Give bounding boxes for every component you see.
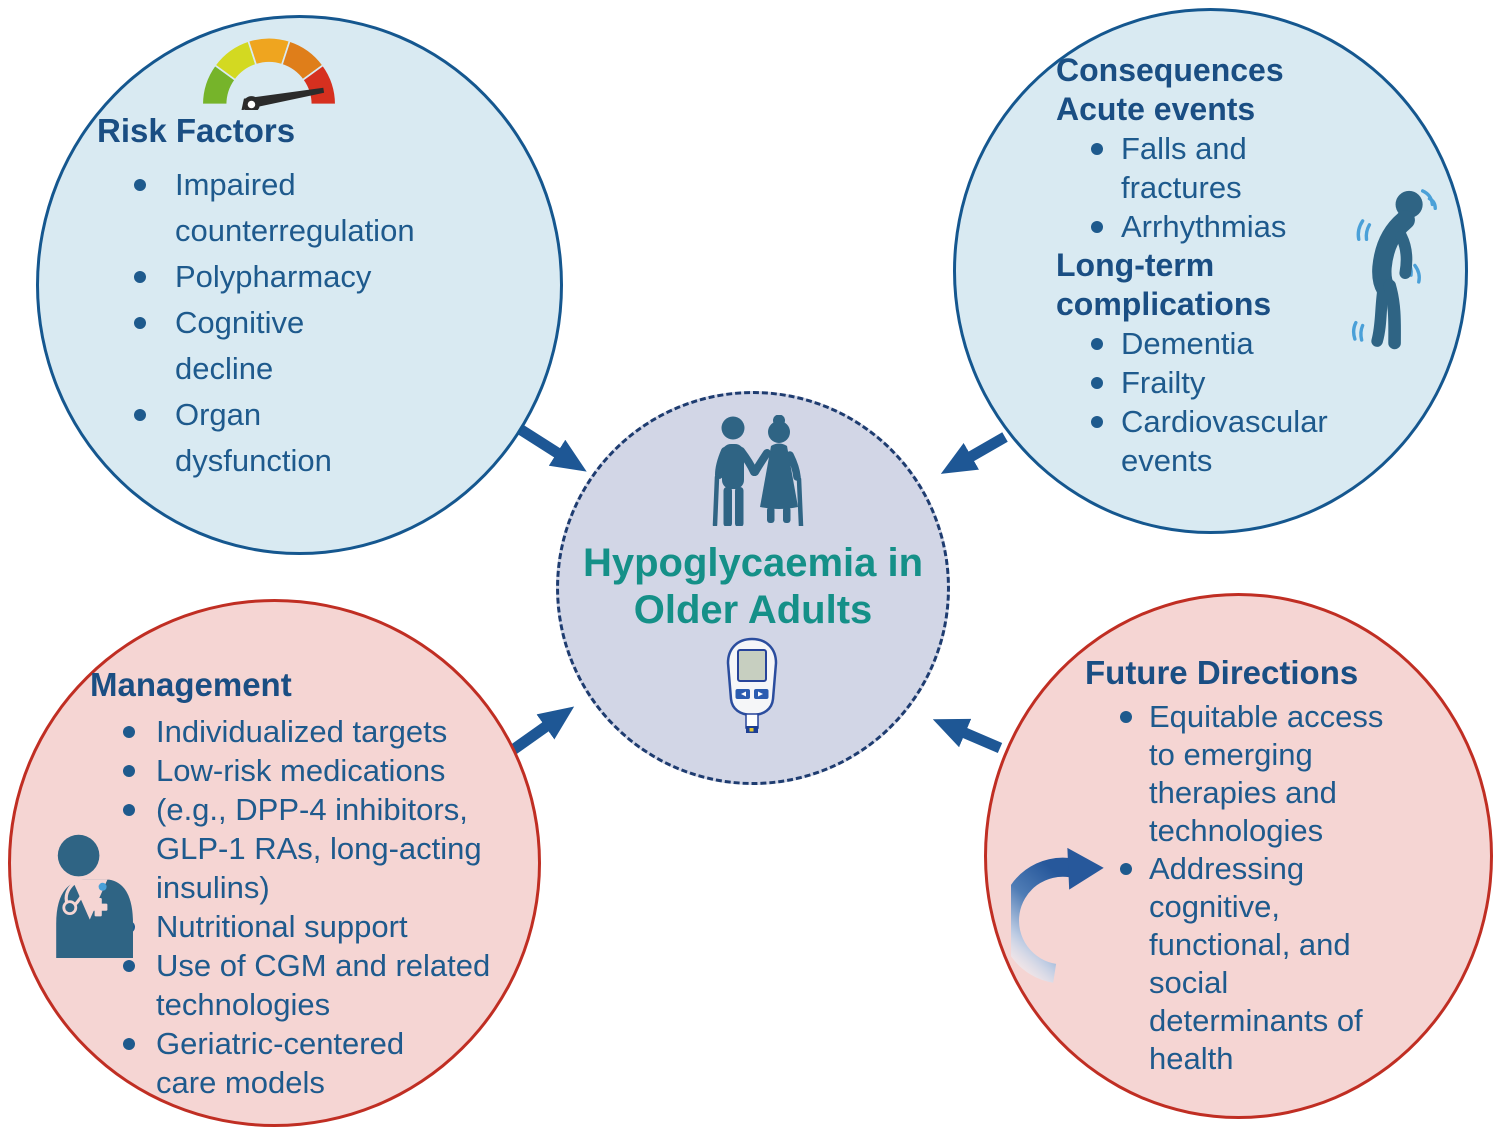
list-item-text: Falls and fractures xyxy=(1121,131,1247,205)
bullet-dot xyxy=(134,409,146,421)
list-item: Dementia xyxy=(1091,324,1426,363)
list-item-text: Organ dysfunction xyxy=(175,397,332,478)
list-item-text: (e.g., DPP-4 inhibitors, GLP-1 RAs, long… xyxy=(156,792,482,905)
list-item-text: Nutritional support xyxy=(156,909,408,944)
list-item: Nutritional support xyxy=(123,907,520,946)
list-item-text: Cognitive decline xyxy=(175,305,305,386)
bullet-dot xyxy=(134,271,146,283)
risk-factors-list: Impaired counterregulation Polypharmacy … xyxy=(97,162,507,484)
long-term-list: Dementia Frailty Cardiovascular events xyxy=(1056,324,1426,480)
glucose-meter-icon xyxy=(723,637,781,735)
list-item-text: Impaired counterregulation xyxy=(175,167,415,248)
risk-factors-circle: Risk Factors Impaired counterregulation … xyxy=(36,15,563,555)
list-item-text: Equitable access to emerging therapies a… xyxy=(1149,699,1384,848)
list-item-text: Arrhythmias xyxy=(1121,209,1287,244)
bullet-dot xyxy=(1120,711,1132,723)
list-item-text: Addressing cognitive, functional, and so… xyxy=(1149,851,1363,1076)
bullet-dot xyxy=(123,726,135,738)
risk-factors-title: Risk Factors xyxy=(97,112,296,149)
management-title: Management xyxy=(90,666,292,703)
list-item: Polypharmacy xyxy=(134,254,507,300)
bullet-dot xyxy=(1091,221,1103,233)
bullet-dot xyxy=(1091,377,1103,389)
list-item-text: Use of CGM and related technologies xyxy=(156,948,491,1022)
list-item: Falls and fractures xyxy=(1091,129,1426,207)
bullet-dot xyxy=(1091,143,1103,155)
bullet-dot xyxy=(123,765,135,777)
bullet-dot xyxy=(123,1038,135,1050)
management-content: Management Individualized targets Low-ri… xyxy=(90,664,520,1102)
acute-events-subtitle: Acute events xyxy=(1056,91,1256,127)
falling-person-icon xyxy=(1351,188,1443,353)
doctor-icon xyxy=(53,834,133,958)
speedometer-icon xyxy=(198,31,340,111)
bullet-dot xyxy=(1091,338,1103,350)
list-item: Organ dysfunction xyxy=(134,392,507,484)
list-item: Geriatric-centered care models xyxy=(123,1024,520,1102)
list-item: (e.g., DPP-4 inhibitors, GLP-1 RAs, long… xyxy=(123,790,520,907)
bullet-dot xyxy=(1091,416,1103,428)
bullet-dot xyxy=(1120,863,1132,875)
list-item: Equitable access to emerging therapies a… xyxy=(1120,698,1435,850)
future-directions-circle: Future Directions Equitable access to em… xyxy=(984,593,1493,1119)
list-item: Low-risk medications xyxy=(123,751,520,790)
risk-factors-content: Risk Factors Impaired counterregulation … xyxy=(97,110,507,484)
list-item-text: Cardiovascular events xyxy=(1121,404,1328,478)
central-circle: Hypoglycaemia in Older Adults xyxy=(556,391,950,785)
management-list: Individualized targets Low-risk medicati… xyxy=(90,712,520,1102)
list-item-text: Frailty xyxy=(1121,365,1206,400)
list-item: Cardiovascular events xyxy=(1091,402,1426,480)
consequences-circle: Consequences Acute events Falls and frac… xyxy=(953,8,1468,534)
elderly-couple-icon xyxy=(701,415,808,526)
consequences-content: Consequences Acute events Falls and frac… xyxy=(1056,51,1426,480)
list-item-text: Geriatric-centered care models xyxy=(156,1026,405,1100)
management-circle: Management Individualized targets Low-ri… xyxy=(8,599,541,1127)
list-item: Addressing cognitive, functional, and so… xyxy=(1120,850,1435,1078)
acute-events-list: Falls and fractures Arrhythmias xyxy=(1056,129,1426,246)
central-title: Hypoglycaemia in Older Adults xyxy=(582,541,924,632)
list-item: Individualized targets xyxy=(123,712,520,751)
arrow-future-to-center xyxy=(932,718,1003,754)
list-item-text: Polypharmacy xyxy=(175,259,372,294)
future-directions-list: Equitable access to emerging therapies a… xyxy=(1085,698,1435,1078)
bullet-dot xyxy=(134,179,146,191)
consequences-title: Consequences xyxy=(1056,52,1284,88)
list-item: Impaired counterregulation xyxy=(134,162,507,254)
list-item: Arrhythmias xyxy=(1091,207,1426,246)
bullet-dot xyxy=(134,317,146,329)
list-item-text: Individualized targets xyxy=(156,714,448,749)
list-item: Frailty xyxy=(1091,363,1426,402)
arrow-risk-to-center xyxy=(512,421,587,472)
list-item: Cognitive decline xyxy=(134,300,507,392)
future-directions-title: Future Directions xyxy=(1085,654,1359,691)
curved-arrow-icon xyxy=(1011,826,1111,985)
long-term-subtitle: Long-term complications xyxy=(1056,247,1272,322)
list-item: Use of CGM and related technologies xyxy=(123,946,520,1024)
arrow-consequences-to-center xyxy=(940,432,1008,474)
bullet-dot xyxy=(123,804,135,816)
bullet-dot xyxy=(123,960,135,972)
future-directions-content: Future Directions Equitable access to em… xyxy=(1085,652,1435,1078)
list-item-text: Dementia xyxy=(1121,326,1254,361)
list-item-text: Low-risk medications xyxy=(156,753,446,788)
